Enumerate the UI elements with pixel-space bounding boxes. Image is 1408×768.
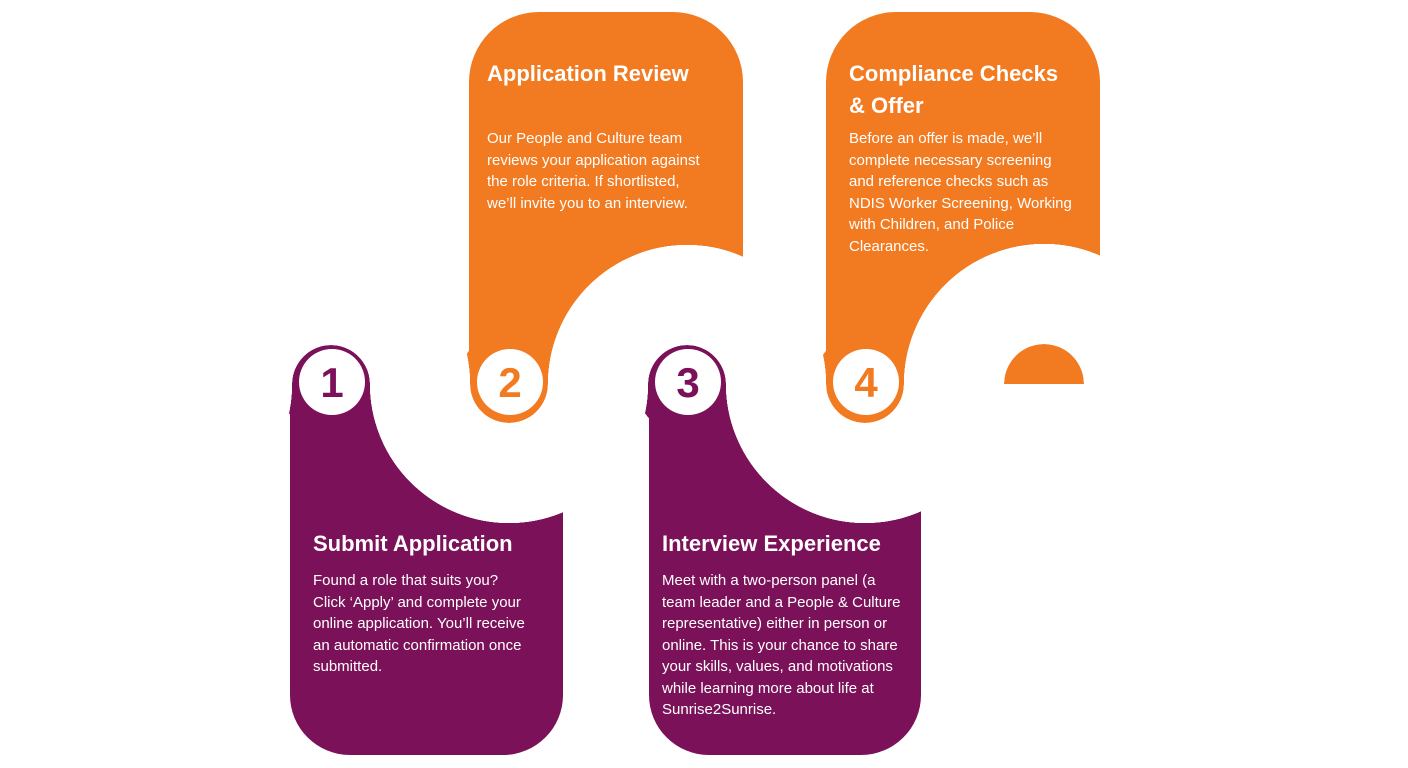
step-2-description-line: reviews your application against: [487, 151, 700, 169]
step-1-description-line: online application. You’ll receive: [313, 615, 525, 632]
step-3-description: Meet with a two-person panel (a team lea…: [662, 570, 900, 721]
step-2-description-line: Our People and Culture team: [487, 130, 683, 147]
step-3-number: 3: [676, 359, 699, 406]
step-3-description-line: while learning more about life at: [662, 679, 874, 697]
step-1-description-line: an automatic confirmation once: [313, 636, 522, 654]
step-4-description-line: Before an offer is made, we’ll: [849, 130, 1043, 147]
step-3-title: Interview Experience: [662, 528, 881, 560]
step-2-description-line: we’ll invite you to an interview.: [487, 194, 688, 212]
step-3-badge: 3: [655, 349, 721, 415]
step-3-description-line: Sunrise2Sunrise.: [662, 701, 777, 718]
step-4-title-line: & Offer: [849, 93, 924, 118]
step-3-description-line: Meet with a two-person panel (a: [662, 572, 876, 589]
step-1-description-line: Found a role that suits you?: [313, 572, 499, 589]
step-4-badge: 4: [833, 349, 899, 415]
step-1-title: Submit Application: [313, 528, 513, 560]
step-3-description-line: your skills, values, and motivations: [662, 658, 893, 675]
step-2-title-line: Application Review: [487, 61, 689, 86]
step-1-badge: 1: [299, 349, 365, 415]
step-1-description-line: submitted.: [313, 658, 383, 675]
step-2-description-line: the role criteria. If shortlisted,: [487, 173, 680, 190]
step-2-number: 2: [498, 359, 521, 406]
step-4-description-line: NDIS Worker Screening, Working: [849, 194, 1072, 212]
step-3-title-line: Interview Experience: [662, 531, 881, 556]
step-1-number: 1: [320, 359, 343, 406]
step-1-description-line: Click ‘Apply’ and complete your: [313, 593, 521, 611]
step-2-badge: 2: [477, 349, 543, 415]
step-2-title: Application Review: [487, 58, 689, 90]
step-4-description-line: Clearances.: [849, 237, 930, 255]
step-4-description-line: with Children, and Police: [849, 216, 1015, 233]
step-1-title-line: Submit Application: [313, 531, 513, 556]
step-4-description-line: and reference checks such as: [849, 173, 1049, 190]
step-3-description-line: representative) either in person or: [662, 615, 888, 632]
step-3-description-line: team leader and a People & Culture: [662, 593, 901, 611]
step-2-description: Our People and Culture team reviews your…: [487, 128, 700, 214]
step-4-description-line: complete necessary screening: [849, 151, 1052, 169]
step-4-description: Before an offer is made, we’ll complete …: [849, 128, 1072, 257]
step-4-title: Compliance Checks & Offer: [849, 58, 1058, 122]
step-3-description-line: online. This is your chance to share: [662, 636, 898, 654]
winding-road: [33, 294, 1223, 523]
step-1-description: Found a role that suits you? Click ‘Appl…: [313, 570, 525, 678]
step-4-title-line: Compliance Checks: [849, 61, 1059, 86]
step-4-number: 4: [854, 359, 878, 406]
